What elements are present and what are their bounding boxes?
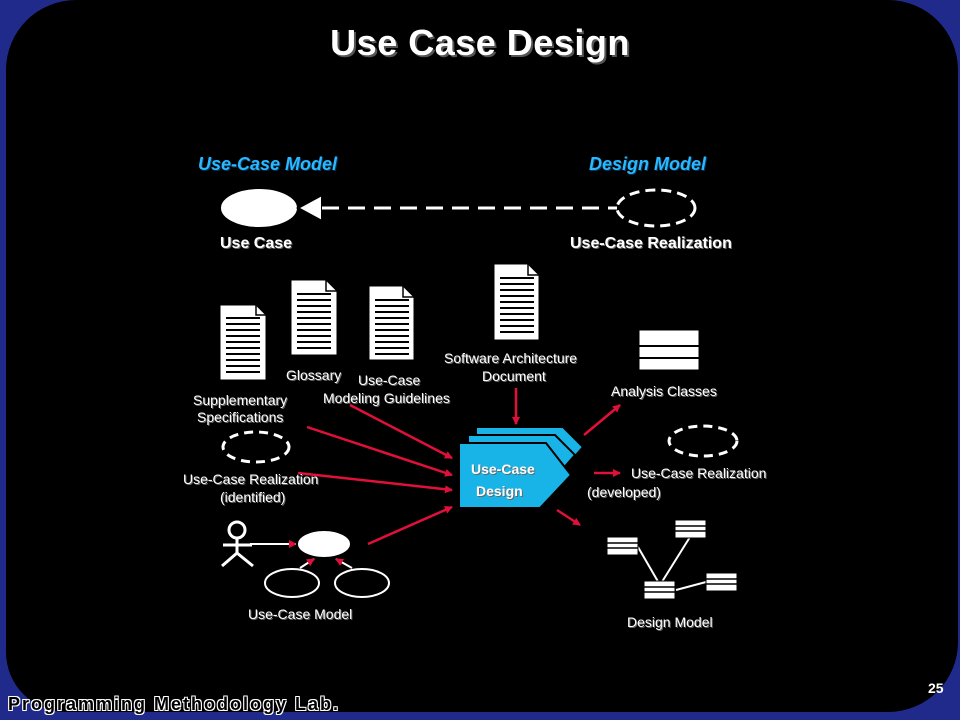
arrow-analysis-classes <box>583 404 621 436</box>
specifications-label: Specifications <box>197 409 284 425</box>
guidelines-label-line1: Use-Case <box>358 372 421 388</box>
footer-lab-name: Programming Methodology Lab. <box>8 694 341 714</box>
realization-triangle <box>295 193 323 223</box>
identified-realization-label-line1: Use-Case Realization <box>183 471 319 487</box>
use-case-model-right-ellipse <box>334 568 390 598</box>
analysis-classes-label: Analysis Classes <box>611 383 717 399</box>
glossary-label: Glossary <box>286 367 342 383</box>
identified-realization-label-line2: (identified) <box>220 489 286 505</box>
developed-realization-label-line1: Use-Case Realization <box>631 465 767 481</box>
use-case-label: Use Case <box>220 235 293 252</box>
slide-title: Use Case Design <box>330 22 630 63</box>
design-model-label: Design Model <box>627 614 713 630</box>
supplementary-label: Supplementary <box>193 392 288 408</box>
page-number: 25 <box>928 680 944 696</box>
analysis-class-icon <box>638 329 700 371</box>
slide-frame <box>6 0 958 712</box>
use-case-design-activity-icon <box>458 426 585 509</box>
sad-label-line2: Document <box>482 368 546 384</box>
identified-realization-ellipse <box>221 430 291 464</box>
use-case-realization-label: Use-Case Realization <box>570 235 732 252</box>
software-architecture-document-icon <box>493 263 540 341</box>
use-case-model-header: Use-Case Model <box>198 154 338 174</box>
arrow-use-case-model <box>367 505 453 546</box>
use-case-model-label: Use-Case Model <box>248 606 353 622</box>
use-case-realization-ellipse <box>615 188 697 228</box>
modeling-guidelines-icon <box>368 285 415 361</box>
developed-realization-label-line2: (developed) <box>587 484 661 500</box>
glossary-icon <box>290 279 338 356</box>
developed-realization-ellipse <box>667 424 739 458</box>
use-case-model-left-ellipse <box>264 568 320 598</box>
use-case-ellipse <box>219 187 299 229</box>
supplementary-specifications-icon <box>219 304 267 381</box>
activity-label-line1: Use-Case <box>471 461 535 477</box>
use-case-model-main-ellipse <box>296 529 352 559</box>
arrow-guidelines <box>349 403 453 460</box>
actor-icon <box>221 520 254 568</box>
arrow-supplementary <box>306 425 453 477</box>
design-model-header: Design Model <box>589 154 707 174</box>
arrow-identified-realization <box>297 471 453 494</box>
arrow-design-model <box>556 508 581 527</box>
sad-label-line1: Software Architecture <box>444 350 578 366</box>
guidelines-label-line2: Modeling Guidelines <box>323 390 450 406</box>
design-model-icon <box>606 519 738 600</box>
activity-label-line2: Design <box>476 483 523 499</box>
